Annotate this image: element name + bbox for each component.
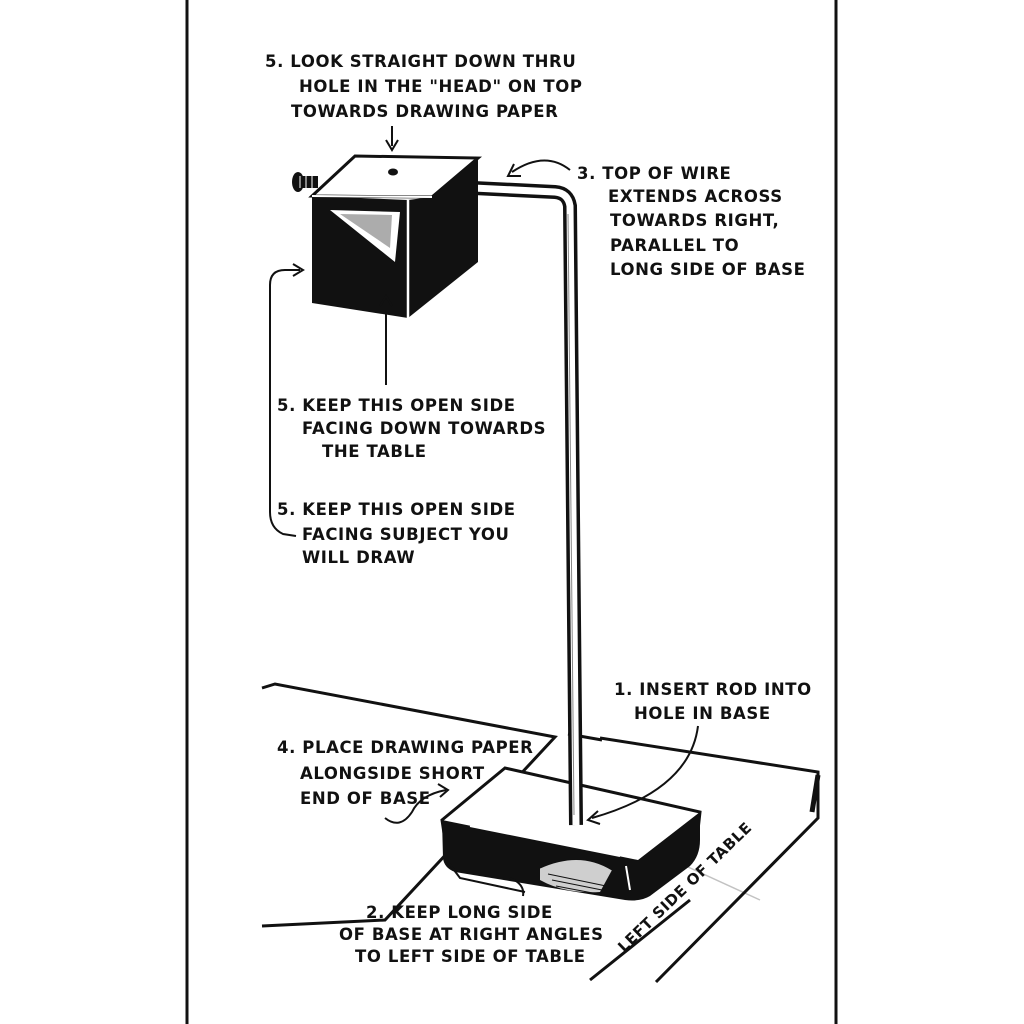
label-look-down-line-2: HOLE IN THE "HEAD" ON TOP: [299, 77, 583, 96]
label-long-side-line-1: 2. KEEP LONG SIDE: [366, 903, 553, 922]
sighting-head: [308, 154, 483, 318]
label-open-down-line-1: 5. KEEP THIS OPEN SIDE: [277, 396, 516, 415]
base-block: [440, 766, 702, 901]
label-open-down: 5. KEEP THIS OPEN SIDE FACING DOWN TOWAR…: [277, 396, 546, 461]
label-top-wire-line-4: PARALLEL TO: [610, 236, 739, 255]
label-place-paper-line-1: 4. PLACE DRAWING PAPER: [277, 738, 533, 757]
label-open-subject-line-1: 5. KEEP THIS OPEN SIDE: [277, 500, 516, 519]
wire-rod: [432, 179, 583, 826]
label-open-subject-line-3: WILL DRAW: [302, 548, 415, 567]
label-top-wire-line-5: LONG SIDE OF BASE: [610, 260, 806, 279]
arrow-place-paper: [384, 783, 450, 824]
arrow-top-wire: [506, 159, 571, 177]
arrow-long-side: [509, 877, 525, 897]
label-long-side: 2. KEEP LONG SIDE OF BASE AT RIGHT ANGLE…: [339, 903, 604, 966]
label-insert-rod-line-1: 1. INSERT ROD INTO: [614, 680, 812, 699]
label-open-subject: 5. KEEP THIS OPEN SIDE FACING SUBJECT YO…: [277, 500, 516, 567]
arrow-open-subject: [269, 263, 305, 537]
label-look-down: 5. LOOK STRAIGHT DOWN THRU HOLE IN THE "…: [265, 52, 583, 121]
label-place-paper-line-2: ALONGSIDE SHORT: [300, 764, 485, 783]
label-insert-rod: 1. INSERT ROD INTO HOLE IN BASE: [614, 680, 812, 723]
label-top-wire-line-2: EXTENDS ACROSS: [608, 187, 783, 206]
label-top-wire-line-1: 3. TOP OF WIRE: [577, 164, 731, 183]
arrow-open-down: [379, 294, 393, 385]
label-long-side-line-3: TO LEFT SIDE OF TABLE: [355, 947, 586, 966]
sight-hole: [388, 168, 398, 176]
label-open-down-line-2: FACING DOWN TOWARDS: [302, 419, 546, 438]
label-open-subject-line-2: FACING SUBJECT YOU: [302, 525, 509, 544]
label-open-down-line-3: THE TABLE: [322, 442, 427, 461]
label-place-paper-line-3: END OF BASE: [300, 789, 431, 808]
label-top-wire-line-3: TOWARDS RIGHT,: [610, 211, 779, 230]
thumb-screw: [292, 172, 318, 192]
label-place-paper: 4. PLACE DRAWING PAPER ALONGSIDE SHORT E…: [277, 738, 533, 808]
table: [567, 732, 821, 984]
label-look-down-line-1: 5. LOOK STRAIGHT DOWN THRU: [265, 52, 576, 71]
arrow-insert-rod: [586, 725, 699, 825]
arrow-look-down: [385, 126, 399, 152]
label-look-down-line-3: TOWARDS DRAWING PAPER: [291, 102, 558, 121]
label-long-side-line-2: OF BASE AT RIGHT ANGLES: [339, 925, 604, 944]
drawing-paper: [261, 682, 558, 928]
label-insert-rod-line-2: HOLE IN BASE: [634, 704, 771, 723]
label-top-wire: 3. TOP OF WIRE EXTENDS ACROSS TOWARDS RI…: [577, 164, 806, 279]
